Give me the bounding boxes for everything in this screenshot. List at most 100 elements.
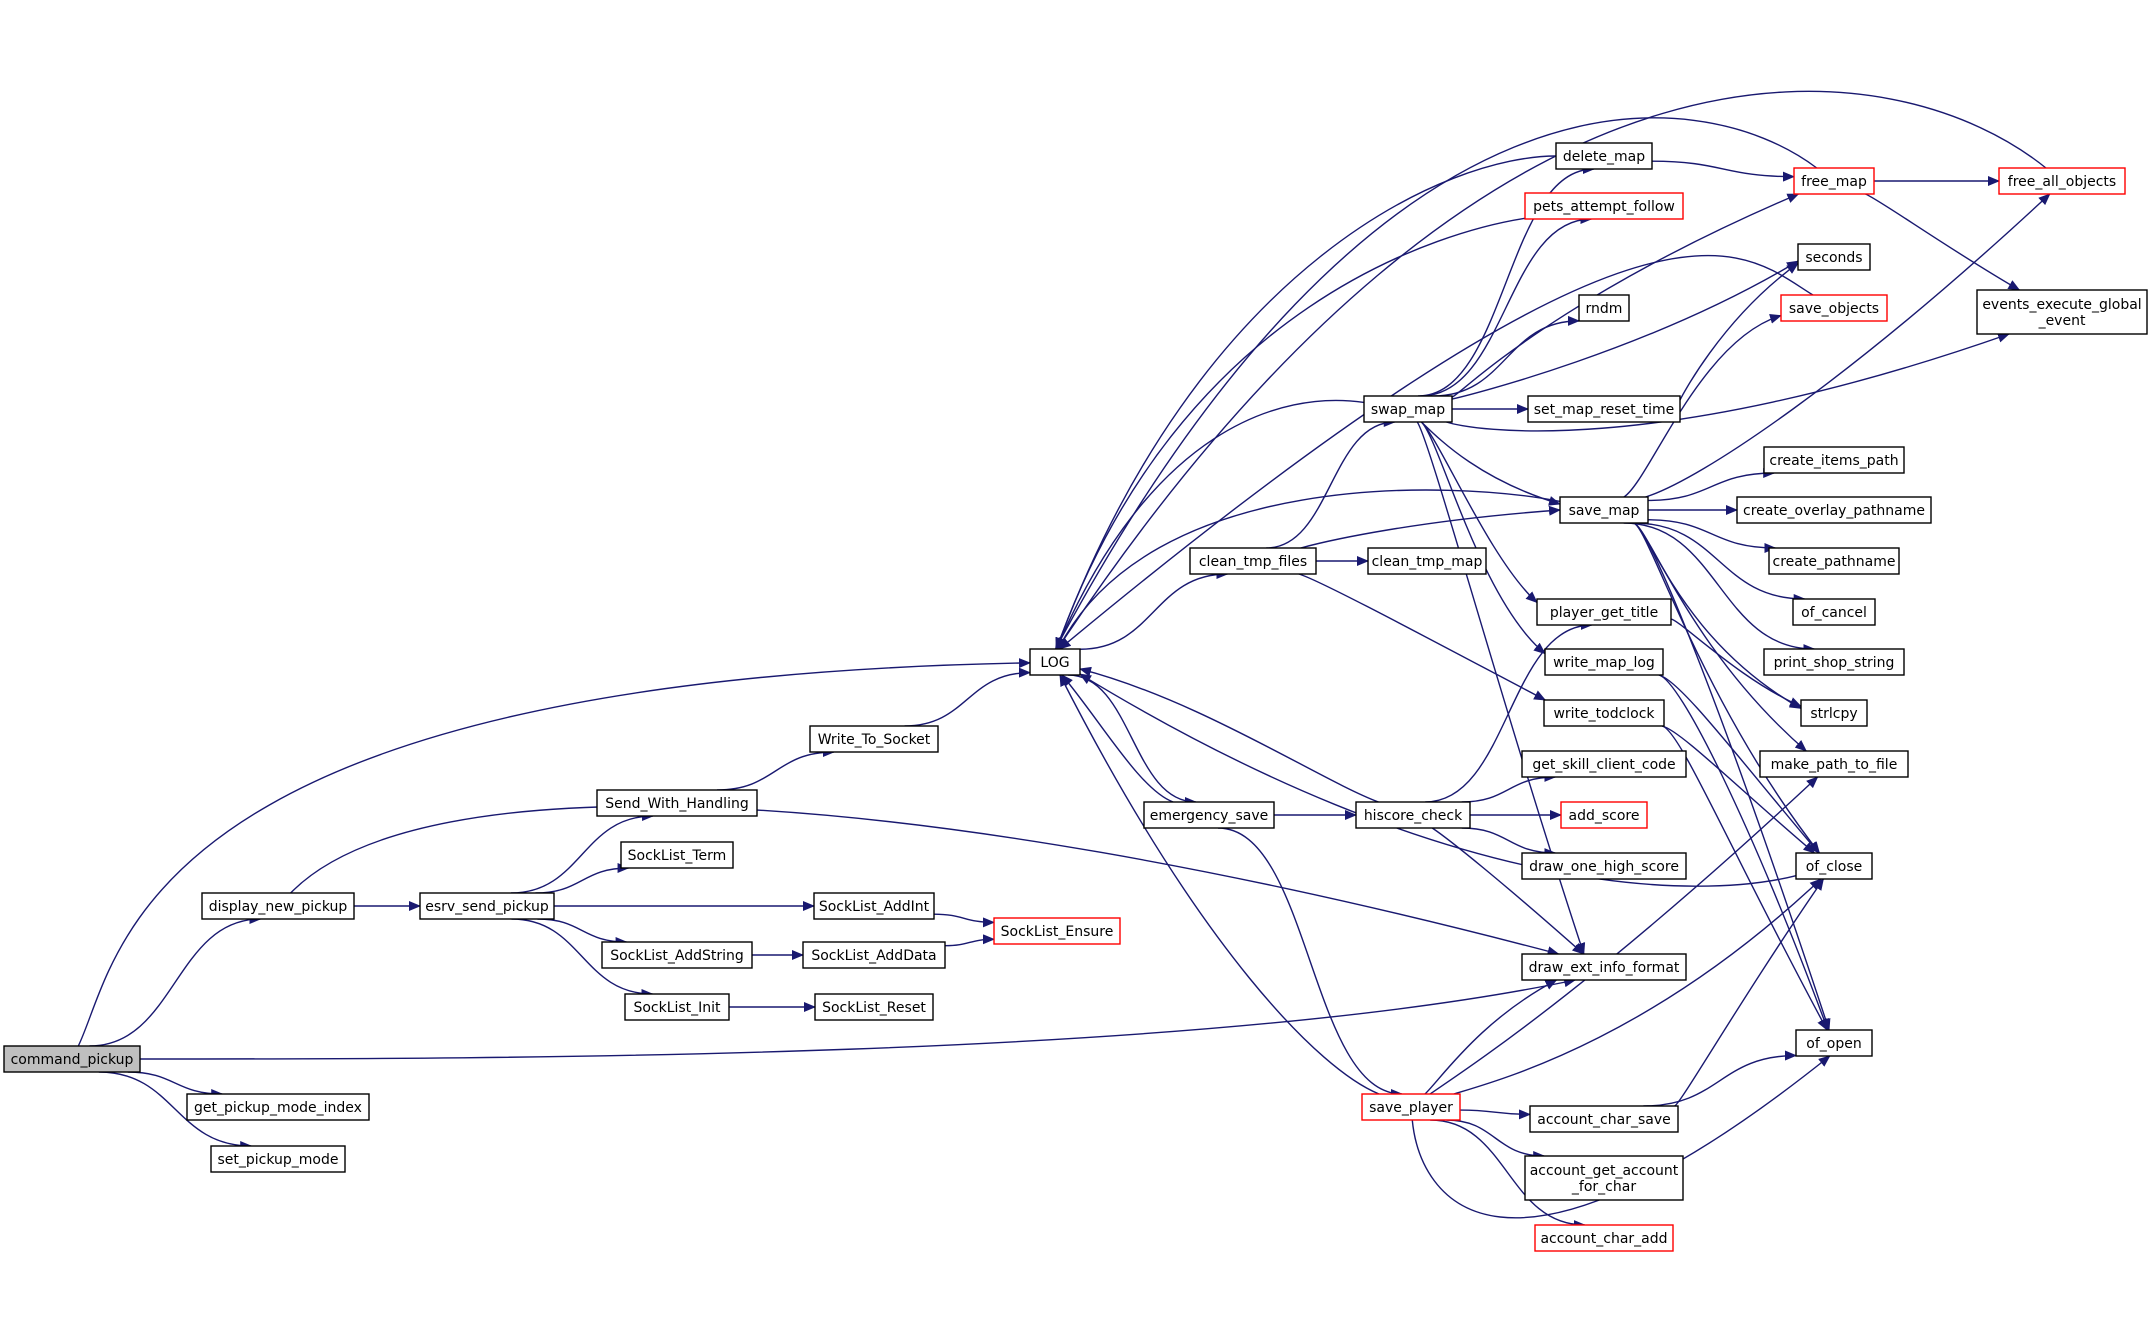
edge-swap_map-to-write_map_log [1420, 421, 1546, 655]
edge-player_get_title-to-strlcpy [1670, 618, 1802, 707]
node-swap_map[interactable]: swap_map [1363, 395, 1453, 423]
edge-save_player-to-make_path_to_file [1429, 776, 1819, 1095]
node-box [1543, 699, 1665, 727]
node-box [1521, 852, 1687, 880]
node-box [1544, 648, 1664, 676]
node-create_overlay_pathname[interactable]: create_overlay_pathname [1736, 496, 1932, 524]
node-label: set_map_reset_time [1534, 402, 1675, 418]
node-emergency_save[interactable]: emergency_save [1143, 801, 1275, 829]
node-SockList_Init[interactable]: SockList_Init [624, 993, 730, 1021]
node-box [3, 1045, 141, 1073]
node-write_map_log[interactable]: write_map_log [1544, 648, 1664, 676]
node-save_map[interactable]: save_map [1559, 496, 1649, 524]
node-label: of_close [1806, 859, 1863, 875]
node-write_todclock[interactable]: write_todclock [1543, 699, 1665, 727]
node-box [624, 993, 730, 1021]
node-draw_one_high_score[interactable]: draw_one_high_score [1521, 852, 1687, 880]
edge-of_close-to-LOG [1079, 673, 1797, 887]
node-label: write_map_log [1553, 655, 1655, 671]
node-SockList_AddString[interactable]: SockList_AddString [601, 941, 753, 969]
node-set_map_reset_time[interactable]: set_map_reset_time [1527, 395, 1681, 423]
node-box [802, 941, 946, 969]
edge-delete_map-to-LOG [1055, 155, 1557, 650]
node-label: emergency_save [1150, 808, 1269, 824]
node-box [1361, 1093, 1461, 1121]
node-label: get_skill_client_code [1532, 757, 1675, 773]
node-box [1029, 648, 1081, 676]
node-box [1534, 1224, 1674, 1252]
node-label: free_map [1801, 174, 1867, 190]
node-events_execute_global_event[interactable]: events_execute_global_event [1976, 289, 2148, 335]
node-draw_ext_info_format[interactable]: draw_ext_info_format [1521, 953, 1687, 981]
node-box [814, 993, 934, 1021]
node-print_shop_string[interactable]: print_shop_string [1763, 648, 1905, 676]
node-LOG[interactable]: LOG [1029, 648, 1081, 676]
node-rndm[interactable]: rndm [1578, 294, 1630, 322]
node-of_cancel[interactable]: of_cancel [1792, 598, 1876, 626]
node-SockList_AddData[interactable]: SockList_AddData [802, 941, 946, 969]
node-label: esrv_send_pickup [425, 899, 549, 915]
node-label: rndm [1586, 301, 1623, 317]
edge-esrv_send_pickup-to-SockList_Init [511, 918, 654, 999]
edge-swap_map-to-rndm [1433, 315, 1580, 397]
node-box [1763, 446, 1905, 474]
node-free_all_objects[interactable]: free_all_objects [1998, 167, 2126, 195]
node-set_pickup_mode[interactable]: set_pickup_mode [210, 1145, 346, 1173]
node-box [1578, 294, 1630, 322]
node-SockList_Term[interactable]: SockList_Term [620, 841, 734, 869]
edge-hiscore_check-to-LOG [1079, 666, 1379, 803]
node-command_pickup[interactable]: command_pickup [3, 1045, 141, 1073]
node-add_score[interactable]: add_score [1560, 801, 1648, 829]
edge-swap_map-to-free_map [1451, 193, 1800, 398]
node-label: player_get_title [1550, 605, 1658, 621]
node-Write_To_Socket[interactable]: Write_To_Socket [809, 725, 939, 753]
node-strlcpy[interactable]: strlcpy [1800, 699, 1868, 727]
node-label: SockList_AddData [811, 948, 936, 964]
edge-command_pickup-to-draw_ext_info_format [139, 977, 1577, 1060]
node-box [1793, 167, 1875, 195]
edge-save_map-to-print_shop_string [1623, 522, 1816, 654]
node-box [186, 1093, 370, 1121]
edge-free_map-to-LOG [1054, 117, 1818, 650]
node-save_objects[interactable]: save_objects [1780, 294, 1888, 322]
edge-write_todclock-to-of_open [1661, 725, 1828, 1031]
node-of_open[interactable]: of_open [1795, 1029, 1873, 1057]
node-SockList_AddInt[interactable]: SockList_AddInt [813, 892, 935, 920]
node-label: draw_ext_info_format [1529, 960, 1680, 976]
node-of_close[interactable]: of_close [1795, 852, 1873, 880]
edge-emergency_save-to-save_player [1217, 827, 1404, 1099]
node-pets_attempt_follow[interactable]: pets_attempt_follow [1524, 192, 1684, 220]
node-box [1367, 547, 1487, 575]
node-save_player[interactable]: save_player [1361, 1093, 1461, 1121]
node-hiscore_check[interactable]: hiscore_check [1355, 801, 1471, 829]
edge-save_player-to-account_char_add [1430, 1119, 1586, 1230]
node-delete_map[interactable]: delete_map [1555, 142, 1653, 170]
node-get_skill_client_code[interactable]: get_skill_client_code [1521, 750, 1687, 778]
node-clean_tmp_map[interactable]: clean_tmp_map [1367, 547, 1487, 575]
node-account_char_add[interactable]: account_char_add [1534, 1224, 1674, 1252]
node-Send_With_Handling[interactable]: Send_With_Handling [596, 789, 758, 817]
node-make_path_to_file[interactable]: make_path_to_file [1759, 750, 1909, 778]
edge-account_char_save-to-of_close [1674, 878, 1824, 1107]
node-box [1736, 496, 1932, 524]
node-create_items_path[interactable]: create_items_path [1763, 446, 1905, 474]
node-label: Write_To_Socket [818, 732, 931, 748]
node-account_get_account_for_char[interactable]: account_get_account_for_char [1524, 1155, 1684, 1201]
node-box [1527, 395, 1681, 423]
node-SockList_Ensure[interactable]: SockList_Ensure [993, 917, 1121, 945]
node-free_map[interactable]: free_map [1793, 167, 1875, 195]
node-account_char_save[interactable]: account_char_save [1529, 1105, 1679, 1133]
edge-hiscore_check-to-player_get_title [1425, 620, 1593, 803]
node-label: add_score [1569, 808, 1640, 824]
node-esrv_send_pickup[interactable]: esrv_send_pickup [419, 892, 555, 920]
edge-hiscore_check-to-draw_one_high_score [1461, 827, 1557, 858]
node-player_get_title[interactable]: player_get_title [1536, 598, 1672, 626]
node-clean_tmp_files[interactable]: clean_tmp_files [1189, 547, 1317, 575]
edge-free_map-to-events_execute_global_event [1865, 193, 2021, 291]
node-display_new_pickup[interactable]: display_new_pickup [201, 892, 355, 920]
node-create_pathname[interactable]: create_pathname [1768, 547, 1900, 575]
node-seconds[interactable]: seconds [1797, 243, 1871, 271]
node-label: swap_map [1371, 402, 1445, 418]
node-SockList_Reset[interactable]: SockList_Reset [814, 993, 934, 1021]
node-get_pickup_mode_index[interactable]: get_pickup_mode_index [186, 1093, 370, 1121]
